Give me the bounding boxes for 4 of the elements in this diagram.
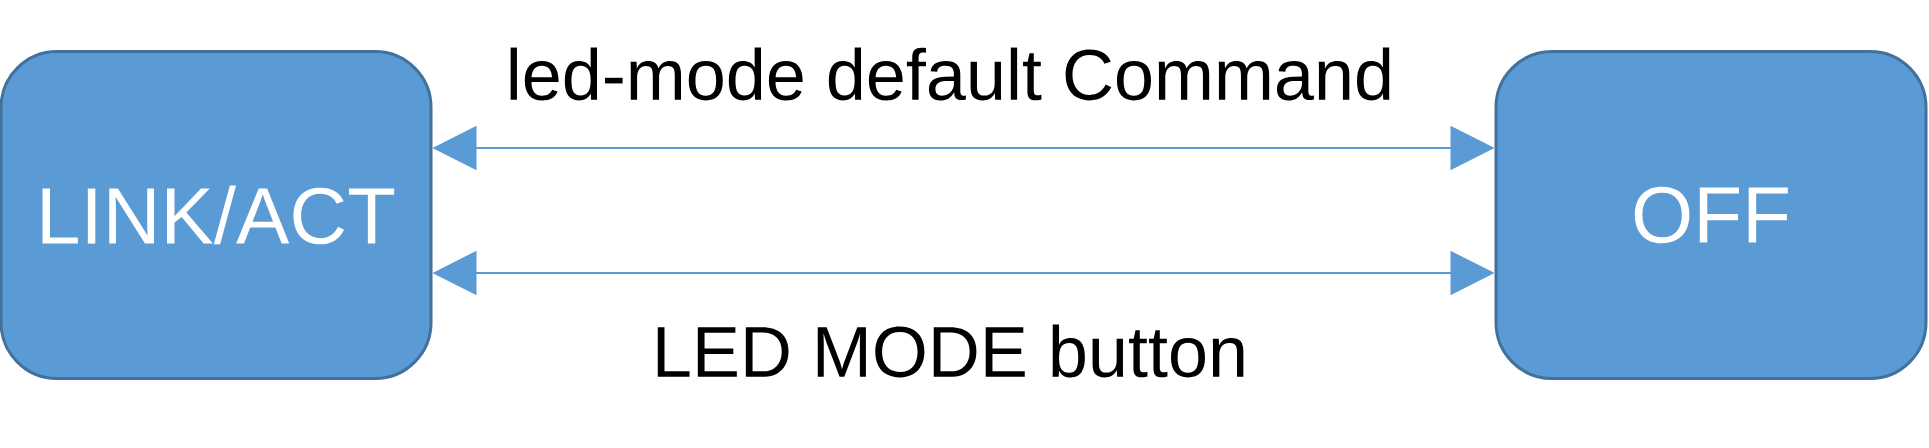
state-box: LINK/ACT [0,50,433,380]
edge-label: LED MODE button [657,324,1244,378]
state-box: OFF [1494,50,1928,380]
edge-label: led-mode default Command [510,47,1390,101]
